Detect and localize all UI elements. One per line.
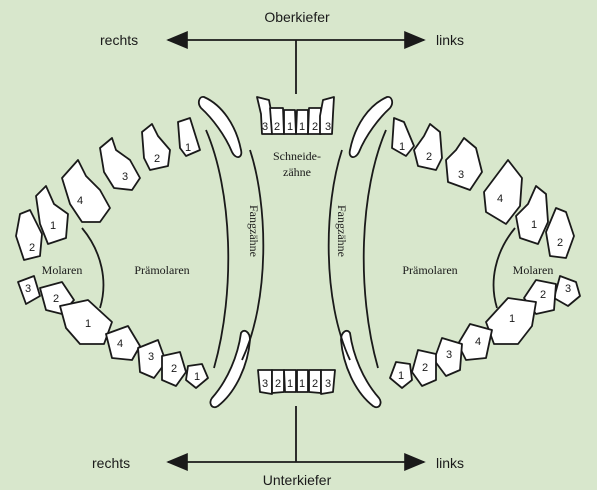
left-canine-root-outer xyxy=(364,130,386,368)
lower-left-premolar-number: 2 xyxy=(422,362,428,374)
upper-right-premolar-number: 2 xyxy=(154,153,160,165)
lower-right-molar-number: 2 xyxy=(53,293,59,305)
lower-incisor-number: 2 xyxy=(312,378,318,390)
right-label-top: rechts xyxy=(100,32,138,48)
upper-left-premolar-3 xyxy=(446,138,482,190)
upper-incisor-number: 2 xyxy=(312,121,318,133)
right-molar-divider xyxy=(82,228,103,308)
upper-right-premolar-3 xyxy=(100,138,140,190)
lower-left-premolar-number: 3 xyxy=(446,349,452,361)
premolars-label-left-side: Prämolaren xyxy=(402,263,457,277)
lower-incisor-number: 2 xyxy=(275,378,281,390)
lower-jaw-label: Unterkiefer xyxy=(263,472,332,488)
upper-right-premolar-number: 3 xyxy=(122,171,128,183)
incisors-label-line2: zähne xyxy=(283,165,311,179)
lower-right-premolar-number: 3 xyxy=(148,351,154,363)
lower-incisor-number: 3 xyxy=(262,378,268,390)
lower-left-premolar-number: 4 xyxy=(475,336,481,348)
lower-incisor-number: 3 xyxy=(325,378,331,390)
upper-incisor-number: 3 xyxy=(262,121,268,133)
lower-left-canine xyxy=(341,331,381,407)
canines-label-left-side: Fangzähne xyxy=(335,205,349,257)
lower-left-premolar-number: 1 xyxy=(398,370,404,382)
upper-left-molar-number: 1 xyxy=(531,219,537,231)
lower-right-premolar-number: 2 xyxy=(171,363,177,375)
upper-left-premolar-number: 3 xyxy=(458,169,464,181)
lower-incisor-number: 1 xyxy=(299,378,305,390)
lower-right-teeth: 3 2 1 4 3 2 1 xyxy=(18,276,208,388)
lower-right-canine xyxy=(210,331,250,407)
canines: Fangzähne Fangzähne xyxy=(199,97,392,407)
upper-left-teeth: 1 2 3 4 1 2 xyxy=(392,118,574,258)
lower-right-molar-number: 3 xyxy=(25,283,31,295)
upper-left-molar-2 xyxy=(546,208,574,258)
upper-incisor-number: 1 xyxy=(287,121,293,133)
upper-right-canine xyxy=(199,97,241,157)
upper-right-molar-number: 2 xyxy=(29,242,35,254)
upper-right-teeth: 1 2 3 4 1 2 xyxy=(16,118,200,260)
upper-left-premolar-number: 1 xyxy=(399,141,405,153)
upper-right-molar-number: 1 xyxy=(50,220,56,232)
upper-jaw-label: Oberkiefer xyxy=(264,9,330,25)
upper-incisors: 3 2 1 1 2 3 xyxy=(257,97,334,134)
lower-left-molar-number: 2 xyxy=(540,289,546,301)
lower-left-molar-number: 1 xyxy=(509,313,515,325)
bottom-axis: rechts links Unterkiefer xyxy=(92,406,464,488)
lower-right-molar-number: 1 xyxy=(85,318,91,330)
lower-incisors: 3 2 1 1 2 3 xyxy=(258,370,335,394)
molars-label-right-side: Molaren xyxy=(42,263,83,277)
lower-right-premolar-number: 4 xyxy=(117,338,123,350)
left-label-bottom: links xyxy=(436,455,464,471)
upper-left-premolar-number: 4 xyxy=(497,193,503,205)
upper-left-canine xyxy=(350,97,392,157)
upper-incisor-number: 1 xyxy=(299,121,305,133)
upper-right-premolar-number: 1 xyxy=(185,142,191,154)
lower-left-teeth: 3 2 1 4 3 2 1 xyxy=(390,276,580,388)
upper-left-molar-number: 2 xyxy=(557,237,563,249)
lower-incisor-number: 1 xyxy=(287,378,293,390)
molars-label-left-side: Molaren xyxy=(513,263,554,277)
right-canine-root-outer xyxy=(206,130,228,368)
premolars-label-right-side: Prämolaren xyxy=(134,263,189,277)
lower-left-molar-number: 3 xyxy=(565,283,571,295)
upper-left-premolar-number: 2 xyxy=(426,151,432,163)
upper-left-premolar-2 xyxy=(414,124,442,170)
upper-incisor-number: 3 xyxy=(325,121,331,133)
upper-left-premolar-4 xyxy=(484,160,522,224)
left-label-top: links xyxy=(436,32,464,48)
canines-label-right-side: Fangzähne xyxy=(247,205,261,257)
lower-right-premolar-number: 1 xyxy=(194,371,200,383)
incisors-label-line1: Schneide- xyxy=(273,149,321,163)
upper-right-premolar-number: 4 xyxy=(77,195,83,207)
right-label-bottom: rechts xyxy=(92,455,130,471)
upper-incisor-number: 2 xyxy=(274,121,280,133)
top-axis: Oberkiefer rechts links xyxy=(100,9,464,94)
